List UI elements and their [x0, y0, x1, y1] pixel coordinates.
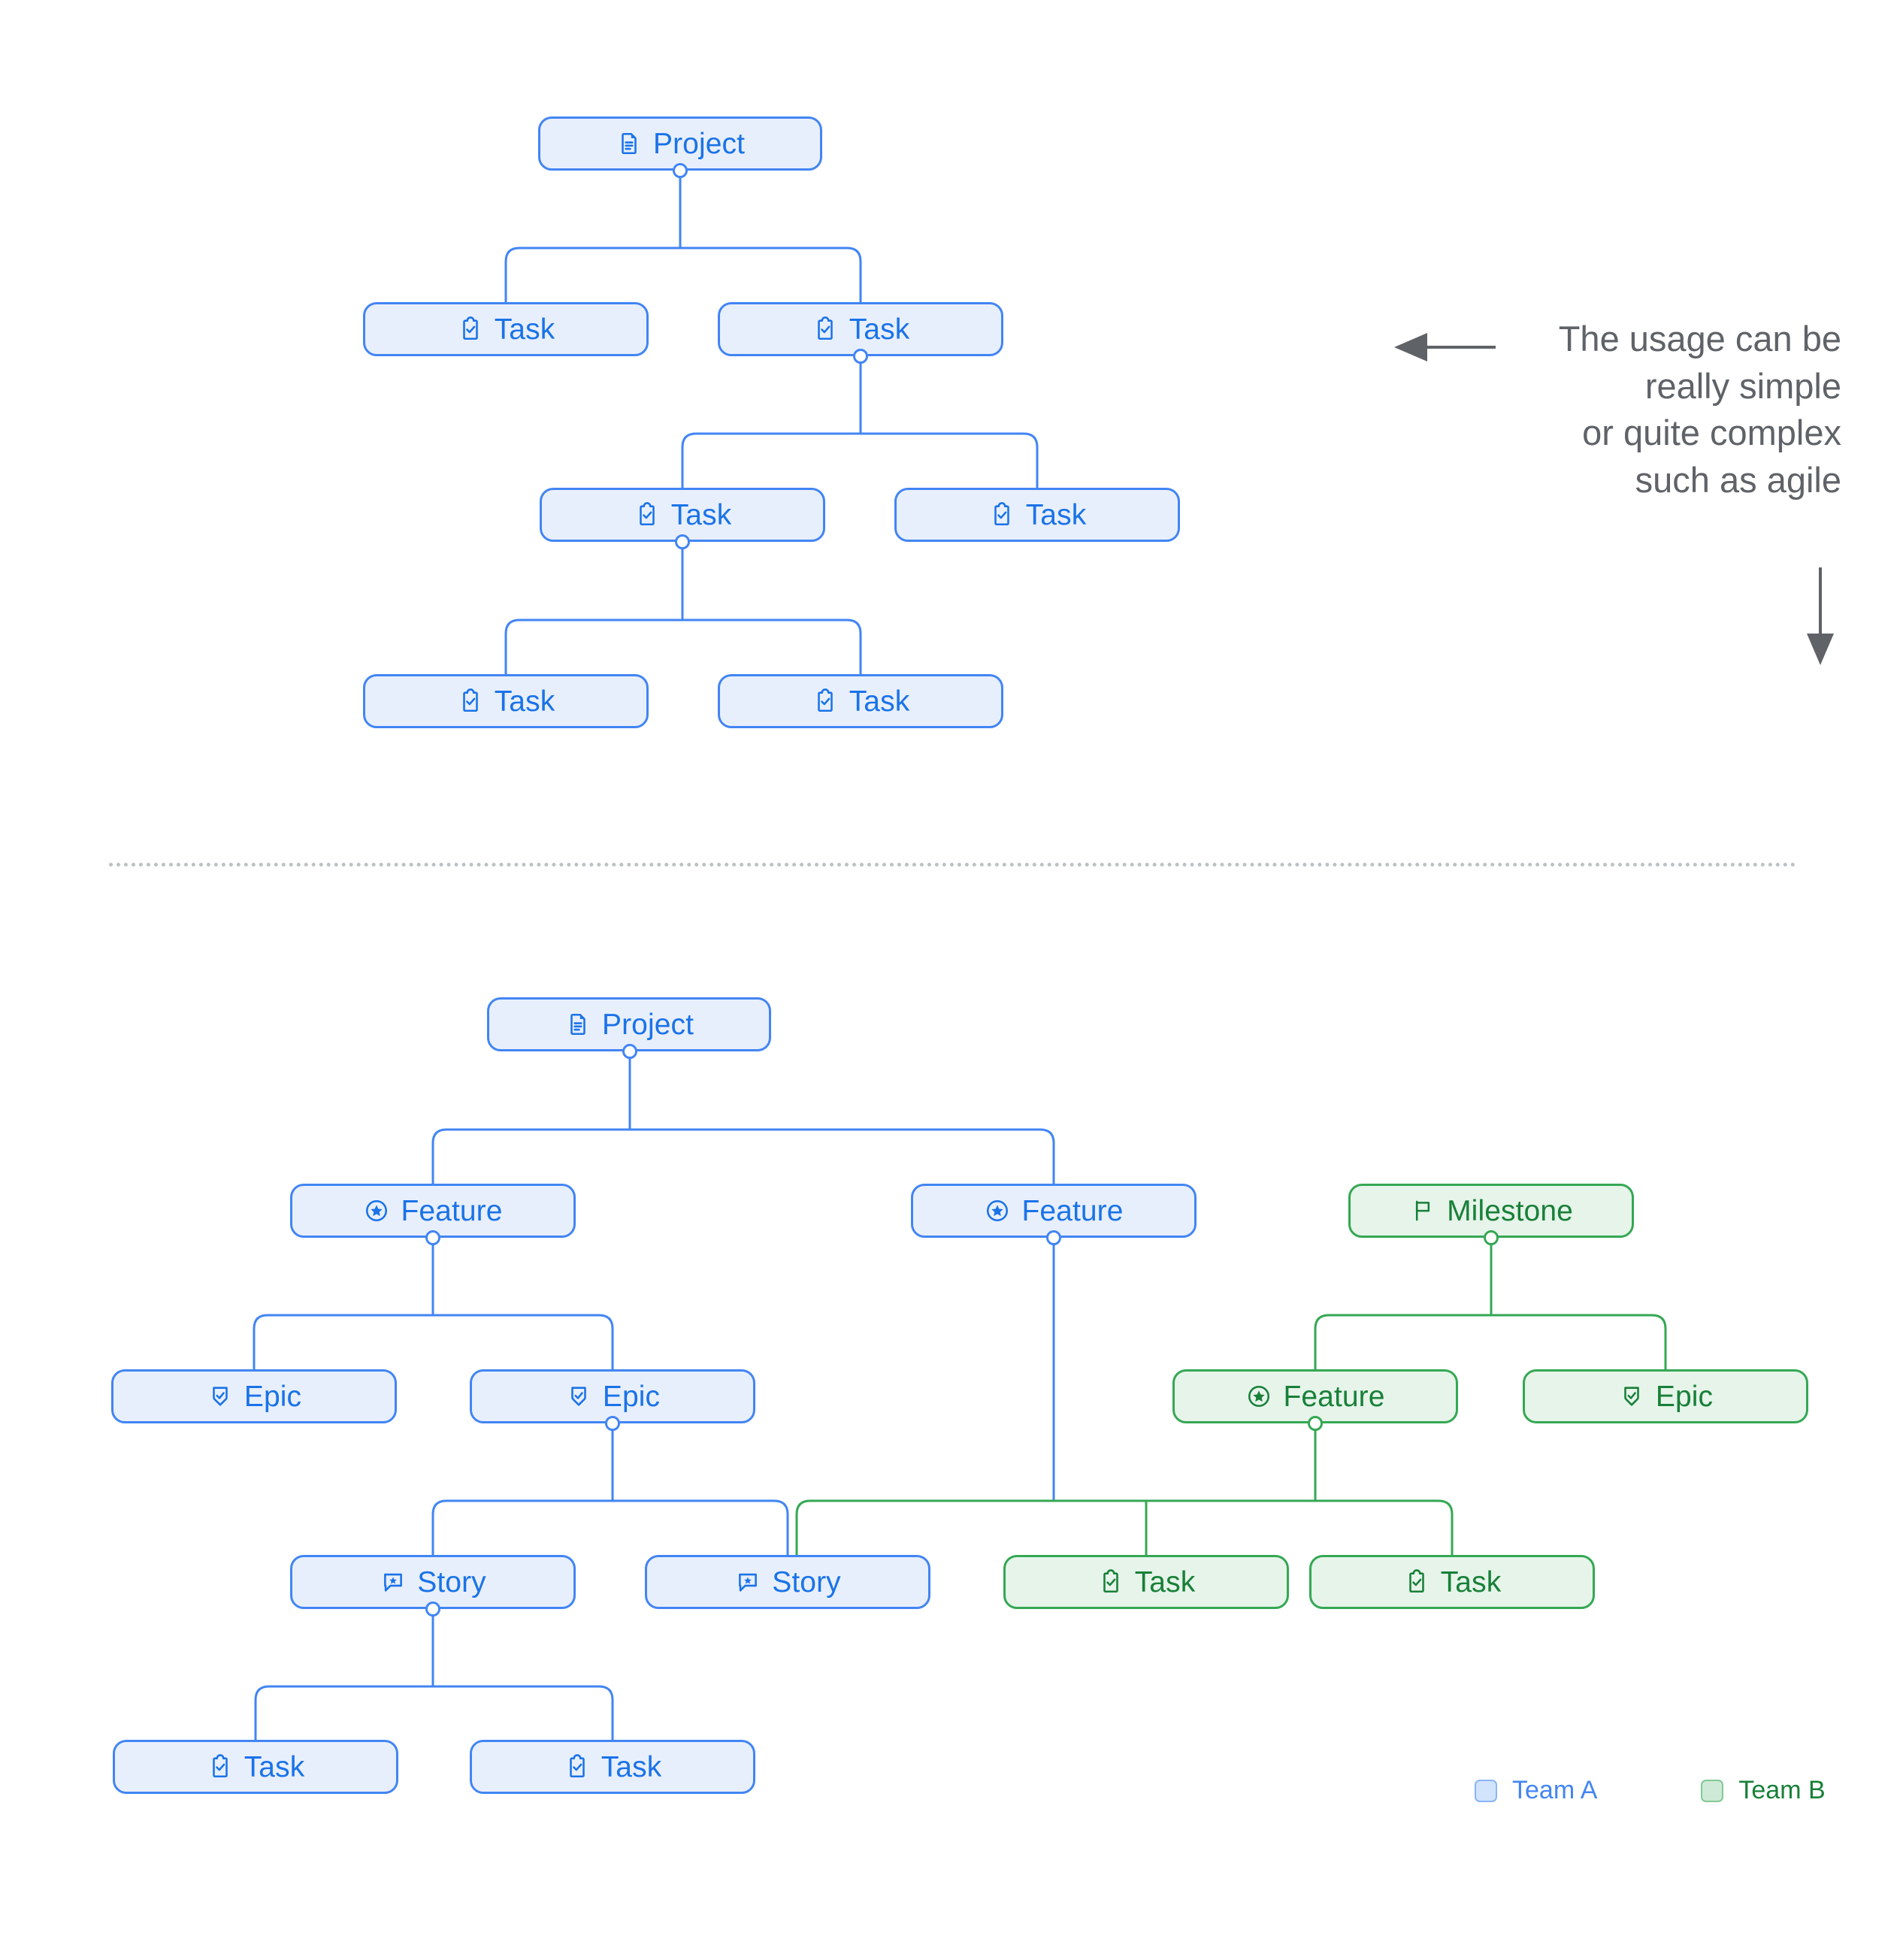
node-s-project[interactable]: Project — [538, 116, 822, 171]
node-a-epic-3[interactable]: Epic — [1523, 1369, 1808, 1423]
task-icon — [634, 501, 661, 528]
connection-dot — [673, 163, 688, 178]
edges-simple-tree — [504, 171, 1039, 674]
document-icon — [564, 1011, 591, 1038]
legend-swatch-team-a — [1475, 1779, 1497, 1802]
epic-icon — [207, 1383, 234, 1410]
annotation-line-3: such as agile — [1635, 459, 1841, 500]
section-divider — [109, 863, 1796, 867]
legend-item-team-a[interactable]: Team A — [1475, 1776, 1597, 1805]
node-label: Task — [494, 685, 555, 718]
node-label: Task — [1025, 498, 1087, 531]
connection-dot — [1046, 1230, 1061, 1245]
annotation-line-0: The usage can be — [1558, 319, 1841, 358]
node-label: Feature — [401, 1194, 503, 1227]
node-label: Task — [244, 1750, 305, 1783]
legend: Team A Team B — [1475, 1776, 1826, 1805]
node-label: Task — [1134, 1565, 1196, 1599]
node-label: Project — [601, 1008, 694, 1041]
node-a-feature-2[interactable]: Feature — [911, 1184, 1197, 1238]
node-label: Epic — [602, 1380, 661, 1413]
node-label: Project — [652, 127, 746, 160]
task-icon — [457, 316, 484, 343]
connection-dot — [425, 1602, 440, 1617]
feature-icon — [984, 1197, 1011, 1224]
epic-icon — [565, 1383, 592, 1410]
node-a-task-g1[interactable]: Task — [1003, 1555, 1289, 1609]
node-a-project[interactable]: Project — [487, 997, 771, 1051]
node-label: Feature — [1283, 1380, 1385, 1413]
connection-dot — [675, 534, 690, 549]
node-a-feature-3[interactable]: Feature — [1172, 1369, 1458, 1423]
task-icon — [812, 688, 839, 715]
task-icon — [564, 1753, 591, 1780]
node-s-task-4[interactable]: Task — [894, 488, 1180, 542]
task-icon — [207, 1753, 234, 1780]
node-label: Feature — [1021, 1194, 1124, 1227]
connection-dot — [622, 1044, 637, 1059]
connection-dot — [605, 1416, 620, 1431]
usage-annotation: The usage can be really simple or quite … — [1488, 316, 1841, 504]
epic-icon — [1618, 1383, 1645, 1410]
story-icon — [380, 1568, 407, 1596]
node-label: Story — [772, 1565, 841, 1599]
node-label: Epic — [1655, 1380, 1714, 1413]
node-label: Task — [849, 313, 910, 346]
arrow-left-icon — [1394, 333, 1496, 361]
task-icon — [1097, 1568, 1124, 1596]
legend-label-team-b: Team B — [1738, 1776, 1826, 1804]
node-label: Task — [849, 685, 910, 718]
legend-item-team-b[interactable]: Team B — [1701, 1776, 1826, 1805]
node-label: Task — [494, 313, 555, 346]
arrow-down-icon — [1807, 567, 1834, 665]
feature-icon — [363, 1197, 390, 1224]
node-label: Milestone — [1447, 1194, 1573, 1227]
annotation-line-2: or quite complex — [1582, 413, 1841, 452]
node-a-task-b2[interactable]: Task — [470, 1740, 755, 1794]
connection-dot — [1484, 1230, 1499, 1245]
task-icon — [457, 688, 484, 715]
node-label: Task — [1440, 1565, 1502, 1599]
milestone-icon — [1409, 1197, 1436, 1224]
node-s-task-3[interactable]: Task — [540, 488, 825, 542]
annotation-line-1: really simple — [1644, 365, 1841, 406]
connection-dot — [1308, 1416, 1323, 1431]
task-icon — [1403, 1568, 1430, 1596]
connection-dot — [425, 1230, 440, 1245]
node-a-story-2[interactable]: Story — [645, 1555, 930, 1609]
legend-swatch-team-b — [1701, 1779, 1724, 1802]
node-a-task-b1[interactable]: Task — [113, 1740, 398, 1794]
node-a-task-g2[interactable]: Task — [1309, 1555, 1595, 1609]
node-label: Task — [601, 1750, 662, 1783]
node-a-milestone[interactable]: Milestone — [1348, 1184, 1634, 1238]
legend-label-team-a: Team A — [1512, 1776, 1598, 1804]
node-label: Epic — [244, 1380, 302, 1413]
feature-icon — [1245, 1383, 1272, 1410]
node-label: Story — [417, 1565, 486, 1599]
node-s-task-1[interactable]: Task — [363, 302, 649, 356]
connection-dot — [853, 349, 868, 364]
node-a-epic-1[interactable]: Epic — [111, 1369, 397, 1423]
node-s-task-5[interactable]: Task — [363, 674, 649, 728]
task-icon — [812, 316, 839, 343]
story-icon — [734, 1568, 761, 1596]
task-icon — [988, 501, 1015, 528]
document-icon — [616, 130, 643, 157]
node-s-task-6[interactable]: Task — [718, 674, 1003, 728]
node-label: Task — [670, 498, 732, 531]
